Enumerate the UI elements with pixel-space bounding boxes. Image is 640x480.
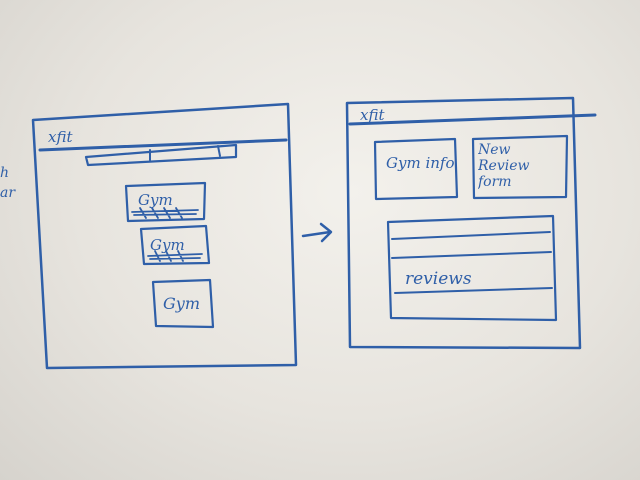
gym-info-label: Gym info [386, 154, 455, 172]
edge-note-line-1: h [0, 165, 9, 181]
right-window-frame [345, 96, 582, 350]
transition-arrow [301, 222, 333, 243]
gym-card-1-box [124, 181, 207, 223]
new-review-form-text-wrap: New Review form [478, 142, 530, 190]
reviews-label: reviews [405, 269, 472, 289]
gym-info-panel: Gym info [373, 137, 459, 201]
arrow-head [319, 222, 333, 243]
gym-card-1-scribble [131, 207, 199, 219]
left-header-line [38, 138, 288, 152]
left-wireframe: xfit Gym Gym Gym [31, 102, 298, 370]
gym-card-2-scribble [147, 250, 203, 262]
review-row-line-3 [394, 287, 553, 294]
gym-card-1-label: Gym [138, 191, 173, 209]
gym-card-3-label: Gym [163, 294, 200, 313]
review-row-line-2 [391, 251, 552, 259]
new-review-form-box [471, 134, 569, 200]
left-window-frame [31, 102, 298, 370]
gym-card-2-label: Gym [150, 236, 185, 254]
new-review-form-label: New Review form [478, 142, 530, 190]
gym-card-3: Gym [151, 278, 215, 329]
gym-card-2-box [139, 224, 211, 266]
gym-info-box [373, 137, 459, 201]
left-app-title: xfit [48, 128, 73, 146]
reviews-panel: reviews [386, 214, 558, 322]
gym-card-2: Gym [139, 224, 211, 266]
search-button-divider [217, 145, 221, 157]
right-wireframe: xfit Gym info New Review form reviews [345, 96, 597, 350]
search-bar [84, 143, 238, 167]
gym-card-1: Gym [124, 181, 207, 223]
edge-note-line-2: ar [0, 185, 16, 201]
gym-card-3-box [151, 278, 215, 329]
right-header-line [348, 113, 597, 126]
review-row-line-1 [391, 231, 551, 240]
edge-note: h ar [0, 165, 16, 201]
right-app-title: xfit [360, 106, 385, 124]
arrow-shaft [301, 230, 332, 238]
reviews-box [386, 214, 558, 322]
new-review-form-panel: New Review form [471, 134, 569, 200]
